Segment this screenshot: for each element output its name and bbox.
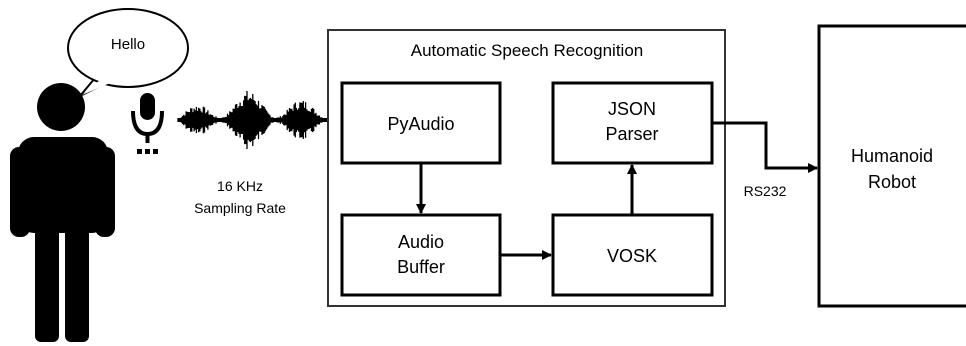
microphone-icon	[131, 93, 164, 154]
pyaudio-label: PyAudio	[387, 114, 454, 134]
speech-bubble-text: Hello	[111, 36, 145, 53]
sampling-rate-label-line1: 16 KHz	[217, 178, 263, 194]
arrow-parser-to-robot	[712, 121, 818, 173]
speech-bubble: Hello	[67, 8, 189, 97]
rs232-label: RS232	[744, 183, 787, 199]
audio-buffer-box	[340, 213, 502, 297]
json-parser-box	[551, 81, 714, 165]
person-icon	[10, 83, 115, 342]
robot-label-line1: Humanoid	[851, 146, 933, 166]
audio-buffer-label-line2: Buffer	[397, 257, 445, 277]
audio-buffer-label-line1: Audio	[398, 232, 444, 252]
vosk-label: VOSK	[607, 246, 657, 266]
asr-title: Automatic Speech Recognition	[411, 41, 643, 60]
sampling-rate-label-line2: Sampling Rate	[194, 200, 286, 216]
robot-label-line2: Robot	[868, 172, 916, 192]
json-parser-label-line2: Parser	[605, 124, 658, 144]
vosk-box	[551, 213, 714, 297]
pyaudio-box	[340, 81, 502, 165]
json-parser-label-line1: JSON	[608, 99, 656, 119]
audio-waveform-icon	[177, 91, 331, 149]
humanoid-robot-box	[817, 24, 966, 308]
